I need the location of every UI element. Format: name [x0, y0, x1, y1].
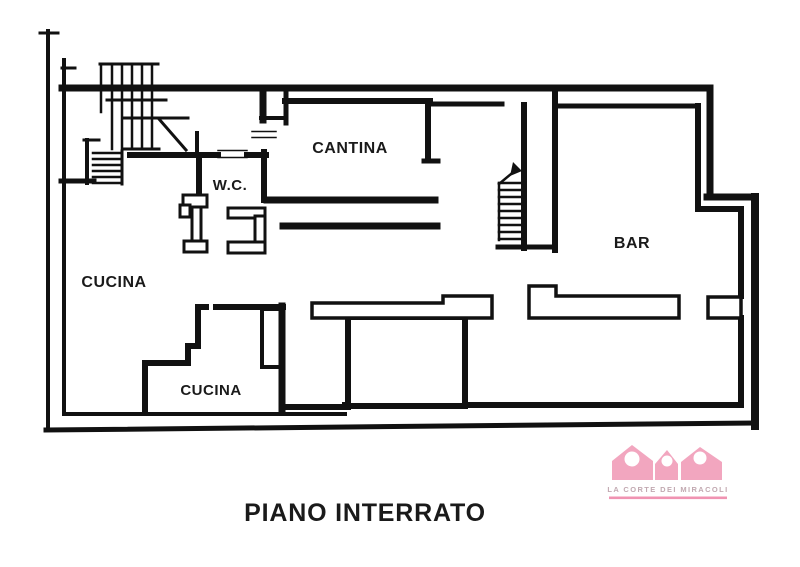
- agency-name: LA CORTE DEI MIRACOLI: [607, 485, 728, 494]
- house-window-icon: [693, 451, 707, 465]
- stair-treads: [497, 181, 526, 241]
- bar-counters: [310, 284, 743, 320]
- stair-break-line: [156, 116, 189, 153]
- room-labels: CUCINA W.C. CANTINA BAR CUCINA: [81, 140, 650, 399]
- outer-wall-bottom: [43, 420, 756, 433]
- bar-counter-right: [527, 284, 681, 320]
- houses-icon: [612, 445, 722, 480]
- page-title: PIANO INTERRATO: [244, 499, 486, 527]
- agency-logo: LA CORTE DEI MIRACOLI: [607, 445, 728, 500]
- house-window-icon: [661, 455, 673, 467]
- interior-walls: [58, 84, 744, 416]
- wc-fixtures: [178, 193, 267, 255]
- bar-counter-end: [706, 295, 743, 320]
- stair-direction-arrow-icon: [510, 162, 522, 176]
- staircase-central: [497, 162, 526, 242]
- wc-fixture: [226, 206, 267, 220]
- bar-counter-left: [310, 294, 494, 320]
- wc-column: [178, 203, 192, 219]
- logo-underline: [609, 496, 727, 500]
- wc-column: [182, 239, 209, 254]
- wc-column: [190, 205, 203, 245]
- stair-treads-lower: [91, 151, 124, 185]
- room-label-cantina: CANTINA: [312, 140, 388, 157]
- room-label-cucina-main: CUCINA: [81, 274, 146, 291]
- room-label-wc: W.C.: [213, 177, 248, 194]
- cucina-small-stepped-wall: [142, 304, 201, 416]
- house-window-icon: [624, 451, 640, 467]
- central-room-outline: [345, 314, 468, 409]
- duct-niche: [260, 307, 283, 369]
- wc-fixture: [253, 214, 267, 246]
- stair-treads: [110, 62, 154, 151]
- room-label-bar: BAR: [614, 235, 650, 252]
- room-label-cucina-small: CUCINA: [180, 382, 241, 399]
- staircase-top-left: [82, 62, 190, 186]
- wc-fixture: [226, 240, 267, 255]
